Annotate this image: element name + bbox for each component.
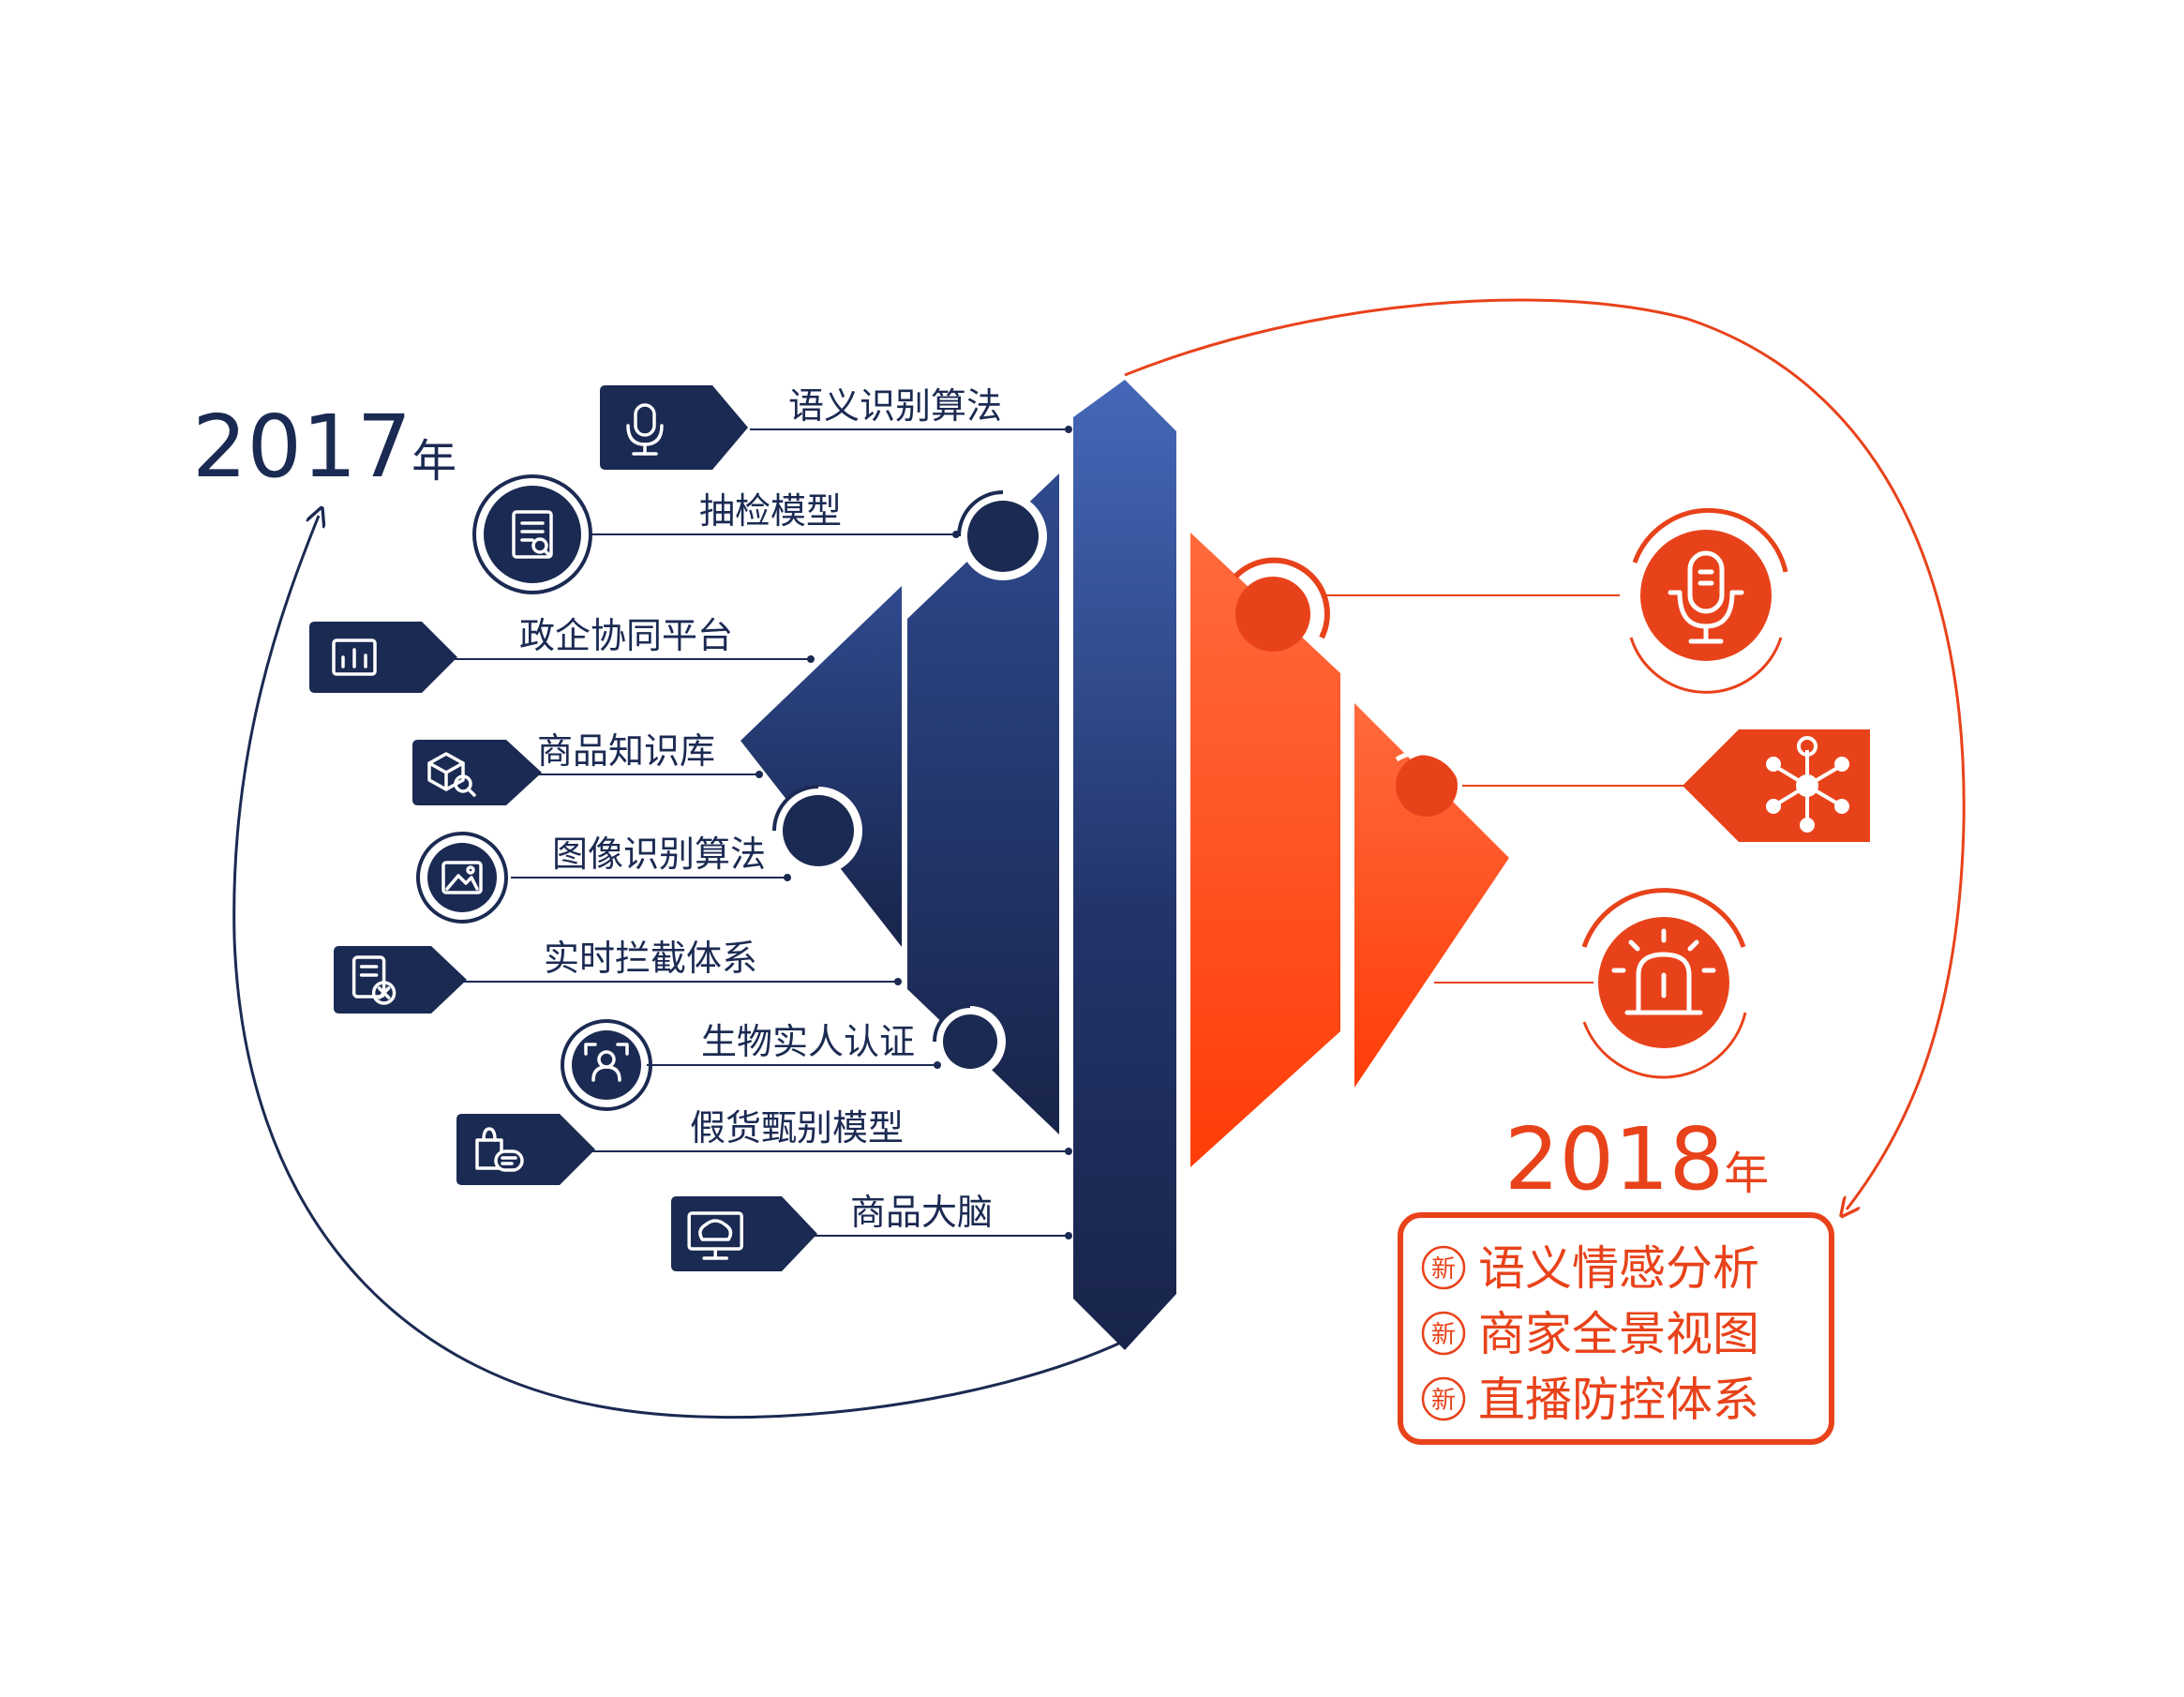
connector-dot	[784, 874, 791, 881]
icon-ring	[1582, 1012, 1747, 1079]
connector-dot	[807, 655, 815, 663]
new-features-box: 新语义情感分析新商家全景视图新直播防控体系	[1398, 1212, 1834, 1445]
navy-node	[783, 795, 854, 866]
new-feature-label: 语义情感分析	[1478, 1241, 1759, 1296]
icon-ring	[416, 832, 508, 924]
left-item: 实时拦截体系	[334, 938, 902, 1014]
icon-ring	[1632, 507, 1788, 573]
left-item: 生物实人认证	[561, 1004, 1006, 1111]
item-label: 商品知识库	[537, 730, 715, 772]
microphone-stand-icon	[1668, 550, 1744, 644]
icon-tag	[412, 740, 542, 805]
item-label: 语义识别算法	[788, 385, 1002, 427]
right-wing-outer	[1354, 703, 1509, 1088]
cycle-arc-2018	[1124, 298, 1966, 1209]
center-spine	[1073, 380, 1176, 1350]
microphone-icon	[626, 403, 664, 456]
new-badge-icon	[1421, 1245, 1466, 1290]
left-item: 商品知识库	[412, 730, 763, 805]
new-feature-label: 直播防控体系	[1478, 1373, 1759, 1427]
new-feature-item: 新语义情感分析	[1421, 1241, 1759, 1296]
face-scan-icon	[584, 1043, 629, 1082]
year-2018: 2018年	[1504, 1109, 1769, 1209]
left-items: 语义识别算法抽检模型政企协同平台商品知识库图像识别算法实时拦截体系生物实人认证假…	[309, 385, 1072, 1271]
left-item: 图像识别算法	[416, 785, 862, 924]
icon-tag	[309, 622, 457, 693]
connector-dot	[1065, 426, 1072, 433]
new-badge-icon	[1421, 1311, 1466, 1356]
left-item: 商品大脑	[671, 1192, 1072, 1271]
bag-chat-icon	[475, 1127, 524, 1172]
node-ring	[957, 490, 1004, 537]
item-label: 生物实人认证	[701, 1021, 915, 1062]
document-block-icon	[352, 955, 396, 1005]
node-ring	[772, 785, 819, 832]
right-wing-inner	[1190, 533, 1340, 1167]
bar-chart-icon	[332, 638, 377, 676]
new-badge: 新	[1431, 1387, 1456, 1415]
navy-node	[943, 1014, 997, 1069]
new-feature-item: 新直播防控体系	[1421, 1373, 1759, 1427]
orange-node-ring	[1233, 557, 1330, 639]
icon-tag	[600, 385, 748, 470]
icon-ring	[472, 474, 592, 594]
new-badge: 新	[1431, 1255, 1456, 1284]
orange-node-ring	[1395, 750, 1465, 788]
right-icon-circle	[1640, 530, 1772, 661]
connector-dot	[894, 978, 902, 985]
item-label: 商品大脑	[850, 1192, 993, 1233]
cube-search-icon	[427, 752, 476, 797]
connector-dot	[1065, 1232, 1072, 1239]
new-features-frame	[1398, 1212, 1834, 1445]
connector-dot	[755, 771, 763, 778]
navy-node	[967, 501, 1039, 572]
icon-tag	[671, 1196, 817, 1271]
new-feature-label: 商家全景视图	[1478, 1307, 1759, 1361]
brain-monitor-icon	[687, 1211, 743, 1260]
cycle-arc-2017	[232, 516, 1126, 1419]
icon-ring	[1581, 888, 1746, 948]
image-icon	[441, 861, 483, 894]
icon-ring	[561, 1019, 652, 1111]
left-item: 抽检模型	[472, 474, 1047, 594]
left-wing-outer	[740, 586, 902, 947]
left-wing-inner	[907, 473, 1059, 1134]
year-2017: 2017年	[192, 397, 456, 497]
new-badge: 新	[1431, 1321, 1456, 1349]
alarm-light-icon	[1611, 928, 1716, 1015]
connector-dot	[1065, 1148, 1072, 1155]
item-label: 实时拦截体系	[544, 938, 757, 979]
item-label: 假货甄别模型	[690, 1107, 904, 1149]
left-item: 政企协同平台	[309, 615, 815, 693]
item-label: 图像识别算法	[552, 833, 766, 875]
new-feature-item: 新商家全景视图	[1421, 1307, 1759, 1361]
document-search-icon	[512, 510, 553, 559]
icon-circle	[484, 486, 581, 583]
right-items	[1233, 507, 1870, 1079]
network-tag-badge	[1683, 729, 1870, 842]
left-item: 假货甄别模型	[456, 1107, 1072, 1185]
item-label: 抽检模型	[699, 490, 842, 532]
left-item: 语义识别算法	[600, 385, 1072, 470]
network-hub-icon	[1766, 736, 1849, 833]
new-badge-icon	[1421, 1376, 1466, 1421]
icon-circle	[572, 1030, 641, 1100]
item-label: 政企协同平台	[519, 615, 733, 656]
connector-dot	[934, 1061, 941, 1069]
orange-node	[1235, 577, 1310, 652]
node-ring	[933, 1004, 971, 1043]
icon-ring	[1629, 637, 1783, 694]
orange-node	[1396, 755, 1458, 817]
